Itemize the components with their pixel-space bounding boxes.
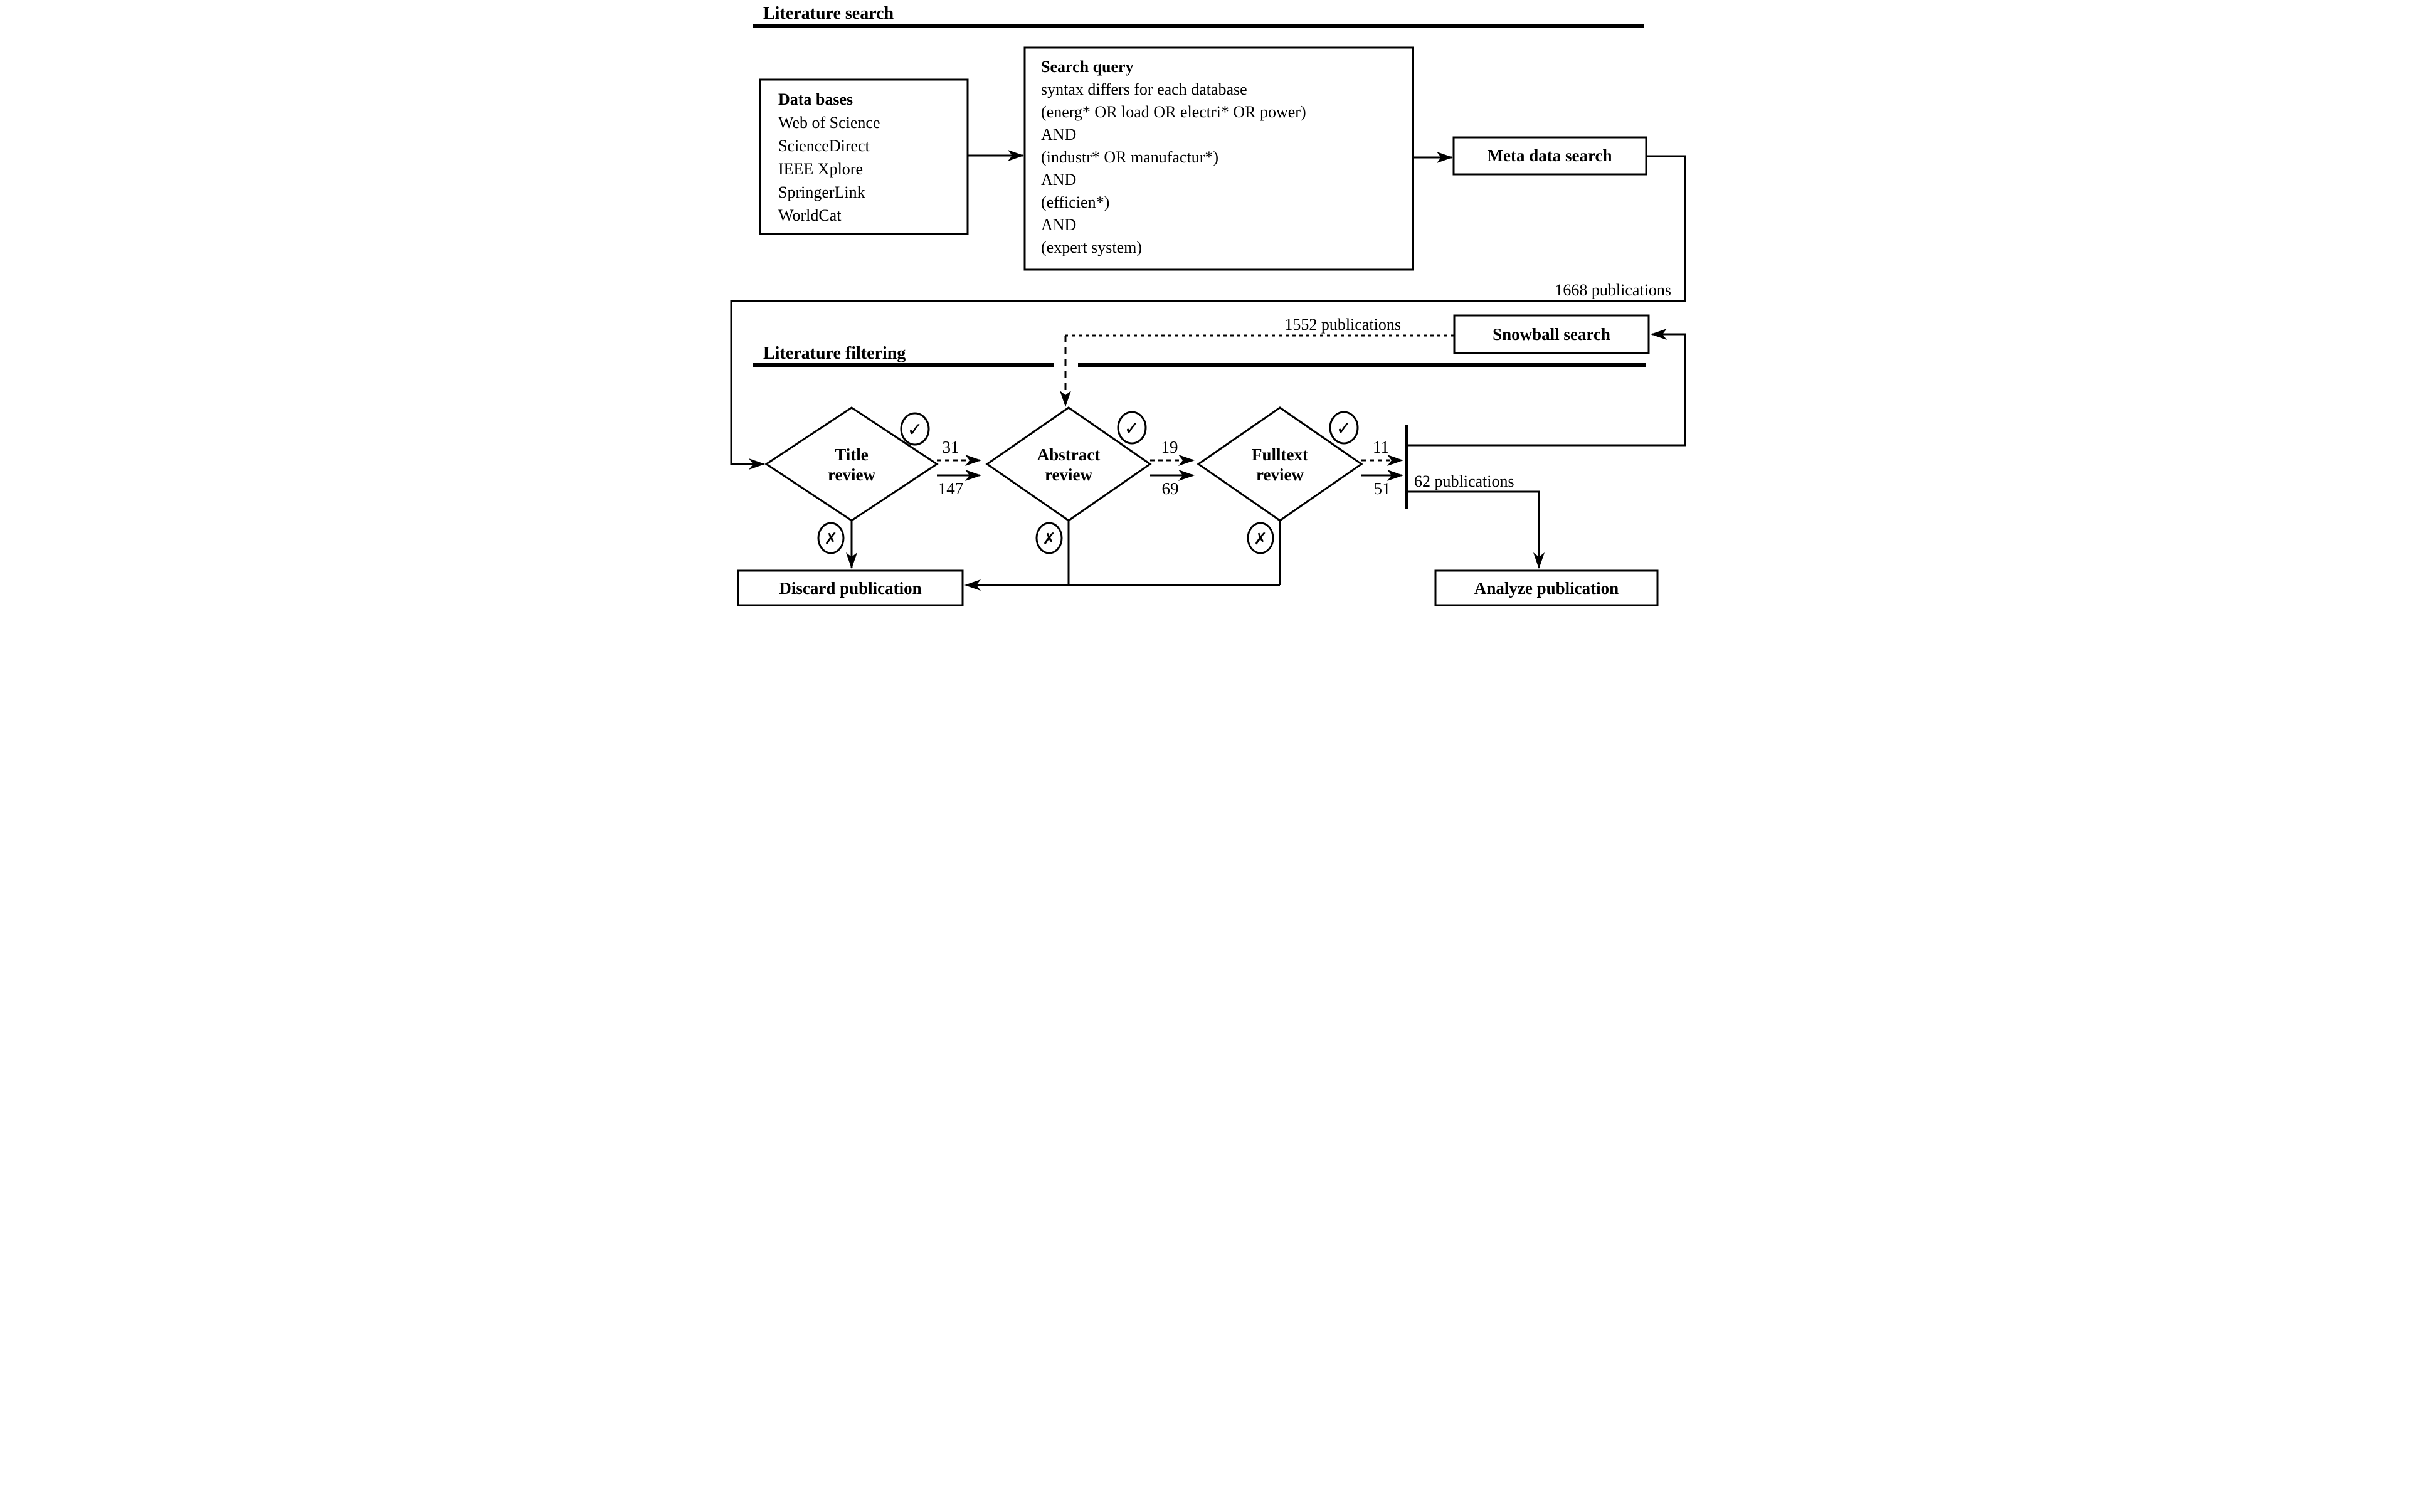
count-title-dashed: 31 [943,438,959,457]
abstract-review-label-line1: Abstract [1037,445,1100,464]
database-item: ScienceDirect [778,137,870,155]
section-title-literature-search: Literature search [763,4,894,23]
search-query-title: Search query [1041,58,1134,76]
count-fulltext-solid: 51 [1374,479,1391,498]
x-icon: ✗ [1254,530,1267,548]
section-divider-search [753,24,1644,28]
x-icon: ✗ [1042,530,1056,548]
database-item: WorldCat [778,206,842,225]
search-query-line: (industr* OR manufactur*) [1041,148,1218,166]
snowball-output-count: 1552 publications [1284,315,1401,334]
search-query-line: AND [1041,216,1076,234]
title-review-label-line1: Title [835,445,869,464]
snowball-label: Snowball search [1493,325,1610,344]
check-icon: ✓ [1124,418,1139,439]
discard-label: Discard publication [779,579,921,598]
search-query-line: AND [1041,125,1076,144]
connector-collector-to-analyze [1407,490,1545,569]
search-query-line: (expert system) [1041,238,1142,256]
analyze-box [1434,569,1659,606]
check-icon: ✓ [907,420,922,440]
final-output-count: 62 publications [1414,472,1514,490]
connector-collector-to-snowball [1407,329,1686,447]
databases-box-title: Data bases [778,90,853,108]
reject-badge-circle [817,522,845,554]
discard-box [737,569,964,606]
accept-badge-circle [1329,411,1359,445]
search-query-line: (efficien*) [1041,193,1109,211]
snowball-box [1453,314,1650,354]
meta-search-box [1452,136,1647,176]
accept-badge-circle [1117,411,1147,445]
reject-badge-circle [1035,522,1063,554]
count-title-solid: 147 [938,479,964,498]
database-item: Web of Science [778,114,880,132]
meta-search-label: Meta data search [1488,146,1612,165]
fulltext-review-label-line2: review [1256,465,1304,484]
database-item: IEEE Xplore [778,160,863,178]
section-divider-filtering-left [753,363,1054,367]
meta-output-count: 1668 publications [1555,281,1671,299]
count-abstract-dashed: 19 [1161,438,1178,457]
count-abstract-solid: 69 [1162,479,1179,498]
search-query-box [1023,46,1414,271]
section-divider-filtering-right [1078,363,1646,367]
title-review-diamond [764,406,939,522]
section-title-literature-filtering: Literature filtering [763,344,906,363]
abstract-review-diamond [985,406,1152,522]
fulltext-review-diamond [1197,406,1363,522]
literature-review-flowchart: Literature search Data bases Web of Scie… [723,0,1692,606]
connector-meta-to-title-review [730,155,1686,470]
title-review-label-line2: review [828,465,875,484]
count-fulltext-dashed: 11 [1373,438,1389,457]
search-query-line: AND [1041,171,1076,189]
accept-badge-circle [900,412,930,446]
analyze-label: Analyze publication [1474,579,1619,598]
fulltext-review-label-line1: Fulltext [1252,445,1308,464]
search-query-line: (energ* OR load OR electri* OR power) [1041,103,1306,121]
check-icon: ✓ [1336,418,1351,439]
databases-box [759,78,969,235]
database-item: SpringerLink [778,183,865,201]
search-query-line: syntax differs for each database [1041,80,1247,98]
abstract-review-label-line2: review [1045,465,1092,484]
flowchart-canvas: Literature search Data bases Web of Scie… [730,4,1686,606]
x-icon: ✗ [824,530,838,548]
reject-badge-circle [1247,522,1274,554]
